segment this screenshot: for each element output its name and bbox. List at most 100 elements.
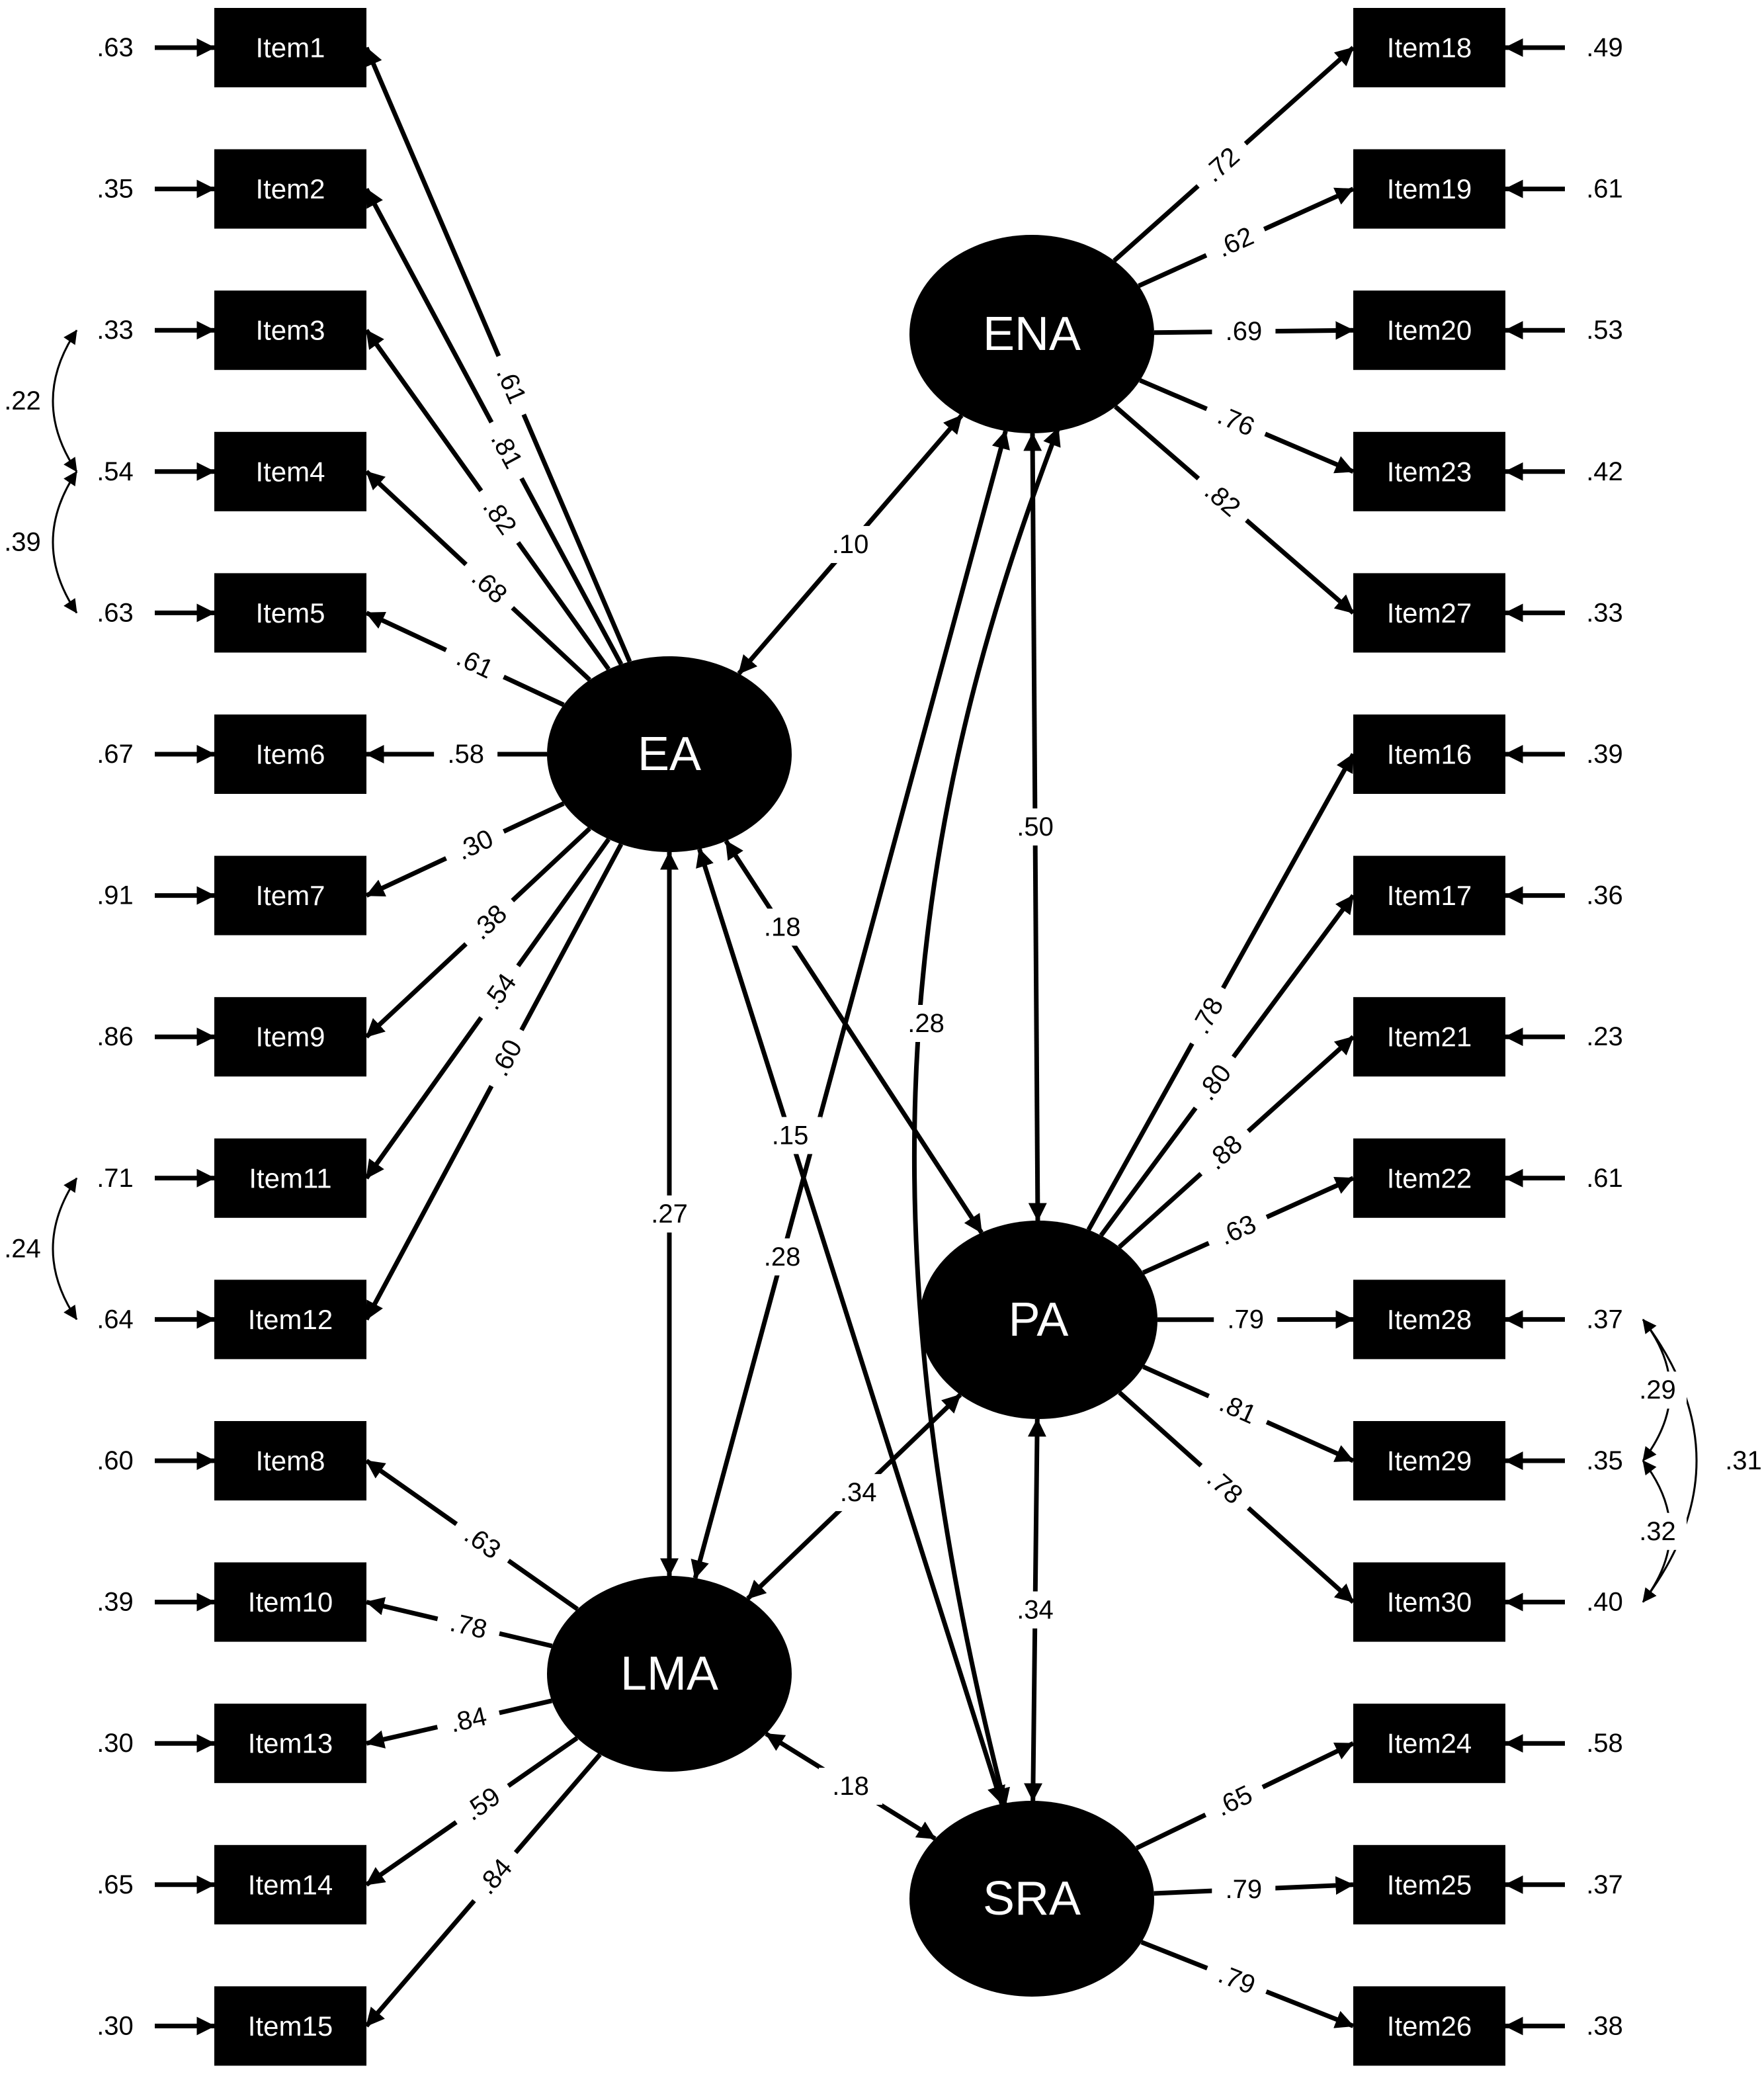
item-label: Item16 xyxy=(1387,739,1472,770)
item-label: Item9 xyxy=(255,1021,325,1053)
item-rect xyxy=(214,573,366,653)
item-box-item23: Item23 xyxy=(1353,431,1505,511)
error-cov-item28-item29-value: .29 xyxy=(1639,1375,1676,1405)
item-rect xyxy=(214,855,366,935)
item-rect xyxy=(1353,997,1505,1077)
correlation-ea-lma-value: .27 xyxy=(651,1199,688,1229)
item-rect xyxy=(214,1138,366,1218)
item-box-item25: Item25 xyxy=(1353,1844,1505,1925)
error-value-item16: .39 xyxy=(1586,740,1623,769)
item-rect xyxy=(1353,573,1505,653)
item-label: Item3 xyxy=(255,315,325,346)
loading-value-item17-gap: .80 xyxy=(1181,1045,1249,1119)
factor-ellipse xyxy=(909,1801,1154,1997)
item-box-item8: Item8 xyxy=(214,1421,366,1500)
error-value-item9: .86 xyxy=(97,1022,134,1051)
loading-value-item10-gap: .78 xyxy=(433,1600,504,1652)
error-value-item3: .33 xyxy=(97,316,134,345)
item-rect xyxy=(214,8,366,87)
correlation-ea-pa-value-gap: .18 xyxy=(750,908,814,946)
shapes-layer: Item1Item2Item3Item4Item5Item6Item7Item9… xyxy=(214,8,1505,2066)
item-rect xyxy=(1353,1704,1505,1784)
correlation-ea-ena-value-gap: .10 xyxy=(818,526,882,564)
error-value-item26: .38 xyxy=(1586,2011,1623,2040)
loading-value-item13-gap: .84 xyxy=(433,1694,504,1745)
item-box-item20: Item20 xyxy=(1353,290,1505,370)
item-box-item12: Item12 xyxy=(214,1279,366,1360)
item-label: Item5 xyxy=(255,597,325,628)
correlation-ena-pa-value-gap: .50 xyxy=(1003,808,1067,846)
error-value-item5: .63 xyxy=(97,598,134,627)
loading-value-item5-gap: .61 xyxy=(438,633,512,694)
loading-value-item28: .79 xyxy=(1227,1305,1264,1334)
error-value-item14: .65 xyxy=(97,1870,134,1899)
error-value-item21: .23 xyxy=(1586,1022,1623,1051)
factor-sra: SRA xyxy=(909,1801,1154,1997)
item-label: Item1 xyxy=(255,32,325,64)
factor-lma: LMA xyxy=(547,1576,792,1772)
error-value-item24: .58 xyxy=(1586,1729,1623,1758)
labels-layer: .61.81.82.68.61.58.30.38.54.60.63.78.84.… xyxy=(0,33,1764,2040)
error-value-item22: .61 xyxy=(1586,1164,1623,1193)
item-box-item11: Item11 xyxy=(214,1138,366,1218)
loading-value-item7-gap: .30 xyxy=(438,814,512,875)
error-cov-item28-item30-path xyxy=(1642,1319,1698,1603)
item-label: Item19 xyxy=(1387,173,1472,204)
error-value-item11: .71 xyxy=(97,1164,134,1193)
item-box-item19: Item19 xyxy=(1353,149,1505,229)
item-label: Item8 xyxy=(255,1446,325,1477)
loading-value-item23-gap: .76 xyxy=(1199,392,1273,451)
item-box-item7: Item7 xyxy=(214,855,366,935)
item-rect xyxy=(1353,8,1505,87)
error-value-item23: .42 xyxy=(1586,457,1623,486)
correlation-ena-lma-value-gap: .28 xyxy=(750,1238,814,1276)
item-rect xyxy=(1353,1986,1505,2066)
item-rect xyxy=(214,1279,366,1360)
error-value-item27: .33 xyxy=(1586,598,1623,627)
error-value-item10: .39 xyxy=(97,1588,134,1617)
error-cov-item28-item29-gap: .29 xyxy=(1628,1371,1687,1409)
item-label: Item26 xyxy=(1387,2011,1472,2042)
loading-path-item1 xyxy=(364,46,632,663)
item-label: Item30 xyxy=(1387,1586,1472,1618)
item-rect xyxy=(1353,714,1505,794)
loading-value-item19-gap: .62 xyxy=(1198,212,1272,273)
factor-ea: EA xyxy=(547,656,792,852)
item-box-item15: Item15 xyxy=(214,1986,366,2066)
error-value-item7: .91 xyxy=(97,881,134,910)
loading-value-item25-gap: .79 xyxy=(1212,1871,1276,1909)
item-rect xyxy=(1353,1421,1505,1500)
error-value-item18: .49 xyxy=(1586,33,1623,62)
item-label: Item20 xyxy=(1387,315,1472,346)
item-box-item5: Item5 xyxy=(214,573,366,653)
error-value-item12: .64 xyxy=(97,1305,134,1334)
error-value-item8: .60 xyxy=(97,1446,134,1475)
factor-label: LMA xyxy=(620,1647,718,1700)
error-cov-item11-item12-gap: .24 xyxy=(0,1230,52,1268)
correlation-ena-lma-path xyxy=(691,430,1010,1579)
item-label: Item4 xyxy=(255,456,325,487)
loading-value-item28-gap: .79 xyxy=(1214,1301,1278,1338)
correlation-ea-lma-value-gap: .27 xyxy=(638,1195,701,1233)
loading-value-item26-gap: .79 xyxy=(1200,1950,1273,2009)
error-value-item17: .36 xyxy=(1586,881,1623,910)
item-box-item16: Item16 xyxy=(1353,714,1505,794)
factor-ena: ENA xyxy=(909,235,1154,433)
item-label: Item6 xyxy=(255,739,325,770)
item-label: Item14 xyxy=(248,1869,333,1900)
error-cov-item3-item4-value: .22 xyxy=(4,386,41,415)
loading-value-item8-gap: .63 xyxy=(446,1508,519,1576)
correlation-lma-sra-value: .18 xyxy=(832,1772,869,1801)
item-label: Item7 xyxy=(255,880,325,911)
item-box-item30: Item30 xyxy=(1353,1562,1505,1642)
item-label: Item24 xyxy=(1387,1728,1472,1759)
item-label: Item13 xyxy=(248,1728,333,1759)
item-rect xyxy=(1353,149,1505,229)
error-cov-item11-item12-value: .24 xyxy=(4,1234,41,1264)
loading-value-item20: .69 xyxy=(1226,317,1263,346)
correlation-ea-sra-value-gap: .15 xyxy=(758,1117,822,1154)
error-value-item25: .37 xyxy=(1586,1870,1623,1899)
correlation-ena-sra-value: .28 xyxy=(907,1009,945,1038)
error-value-item19: .61 xyxy=(1586,175,1623,204)
